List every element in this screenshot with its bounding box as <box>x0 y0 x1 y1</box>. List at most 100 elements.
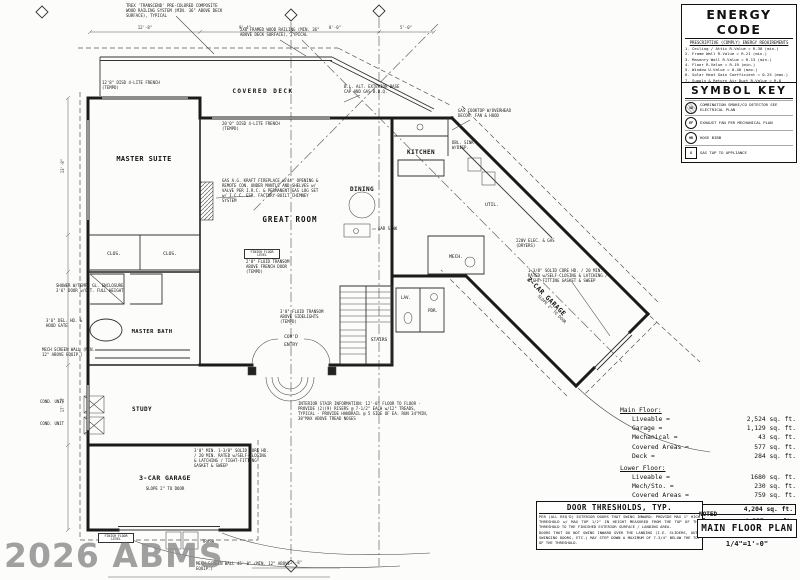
door-thresholds-text: DOORS THAT DO NOT SWING INWARD OVER THE … <box>539 529 700 545</box>
smoke-co-detector-icon: SD <box>685 102 697 114</box>
sheet-scale: 1/4"=1'-0" <box>725 540 769 548</box>
door-thresholds-title: DOOR THRESHOLDS, TYP. <box>539 503 700 514</box>
slope-note: SLOPE 2" TO DOOR <box>146 486 185 491</box>
finish-floor-tag: FINISH FLOOR LEVEL <box>98 533 134 544</box>
interior-partitions <box>88 118 553 365</box>
annotation-note: TREX 'TRANSCEND' PRE-COLORED COMPOSITE W… <box>126 3 223 18</box>
area-label: Covered Areas = <box>632 492 689 500</box>
area-label: Liveable = <box>632 416 670 424</box>
area-value: 759 sq. ft. <box>754 492 796 500</box>
area-label: Mech/Sto. = <box>632 483 674 490</box>
annotation-note: MECH SCREEN WALL 45'-0" (MIN. 12" ABOVE … <box>196 561 290 571</box>
leader-lines <box>175 15 611 337</box>
room-label-pdr: PDR. <box>428 308 438 313</box>
area-row: Liveable = 1680 sq. ft. <box>620 473 796 482</box>
watermark: 2026 ABMS <box>4 536 224 575</box>
symbol-key-label: GAS TAP TO APPLIANCE <box>700 149 747 155</box>
area-label: Mechanical = <box>632 434 678 442</box>
area-row: Liveable = 2,524 sq. ft. <box>620 415 796 424</box>
symbol-key-label: COMBINATION SMOKE/CO DETECTOR SEE ELECTR… <box>700 102 778 112</box>
symbol-key-row: EF EXHAUST FAN PER MECHANICAL PLAN <box>685 115 793 130</box>
room-labels: COVERED DECK MASTER SUITE CLOS. CLOS. GR… <box>107 88 568 544</box>
area-label: Liveable = <box>632 473 670 481</box>
garage-doors <box>118 331 633 531</box>
energy-code-item: 6. Solar Heat Gain Coefficient = 0.25 (m… <box>685 72 789 78</box>
area-row: Deck =284 sq. ft. <box>620 452 796 461</box>
annotation-note: 3'0" FLUID TRANSOM ABOVE SIDELIGHTS (TEM… <box>280 309 324 324</box>
symbol-key-row: G GAS TAP TO APPLIANCE <box>685 145 793 160</box>
room-label-bar-sink: BAR SINK <box>378 226 398 231</box>
annotation-stair-info: INTERIOR STAIR INFORMATION: 12'-0" FLOOR… <box>298 401 429 421</box>
area-row: Covered Areas = 577 sq. ft. <box>620 443 796 452</box>
area-label: Garage = <box>632 425 663 433</box>
area-label: Deck = <box>632 452 655 460</box>
dim-label: 13'-8" <box>60 159 65 173</box>
energy-code-item: 5. Window U-Value = 0.40 (max.) <box>685 67 758 73</box>
gas-tap-icon: G <box>685 147 697 159</box>
area-value: 577 sq. ft. <box>754 443 796 451</box>
annotation-note: 2'8" FLUID TRANSOM ABOVE FRENCH DOOR (TE… <box>246 259 290 274</box>
energy-code-title: ENERGY CODE <box>685 7 793 39</box>
annotation-cond-unit: COND. UNIT <box>40 421 65 426</box>
fireplace <box>199 181 214 221</box>
exhaust-fan-icon: EF <box>685 117 697 129</box>
grid-bubble <box>284 559 298 573</box>
area-row: Mechanical = 43 sq. ft. <box>620 433 796 442</box>
room-label-util: UTIL. <box>485 202 499 208</box>
symbol-key-label: HOSE BIBB <box>700 134 722 140</box>
interior-walls <box>88 118 201 366</box>
symbol-key-panel: SYMBOL KEY SD COMBINATION SMOKE/CO DETEC… <box>681 82 797 163</box>
grid-bubble <box>284 8 298 22</box>
symbol-key-title: SYMBOL KEY <box>685 85 793 99</box>
area-value: 2,524 sq. ft. <box>746 416 796 424</box>
room-label-kitchen: KITCHEN <box>407 149 435 156</box>
annotation-note: 20'0" DISD 4-LITE FRENCH (TEMPD) <box>222 121 280 131</box>
area-value: 43 sq. ft. <box>758 434 796 442</box>
area-value: 1,129 sq. ft. <box>746 425 796 433</box>
room-label-mech: MECH. <box>449 254 463 260</box>
energy-code-subtitle: PRESCRIPTIVE (COMPLY) ENERGY REQUIREMENT… <box>689 40 789 45</box>
symbol-key-row: HB HOSE BIBB <box>685 130 793 145</box>
annotation-note: GAS COOKTOP W/OVERHEAD DECOR. FAN & HOOD <box>458 108 511 118</box>
annotation-note: 2X6 FRAMED WOOD RAILING (MIN. 36" ABOVE … <box>240 27 320 37</box>
energy-code-item: 4. Floor R-Value = R-19 (min.) <box>685 61 756 67</box>
area-lower-floor-header: Lower Floor: <box>620 464 666 472</box>
annotation-note: SHOWER W/TEMP. GL. ENCLOSURE 3'6" DOOR w… <box>56 283 124 293</box>
annotation-note: 3'6" DEL. HD. & HOOD GATE <box>46 318 83 328</box>
deck-railing <box>99 56 435 112</box>
title-block: NOTED MAIN FLOOR PLAN 1/4"=1'-0" <box>697 511 797 548</box>
room-label-master-bath: MASTER BATH <box>132 329 173 335</box>
annotation-note: 220V ELEC. & GAS (DRYERS) <box>516 238 555 248</box>
dim-label: 5'-0" <box>400 25 412 30</box>
annotation-note: B.L. ALT. EXTERIOR BASE CAP AND GAS B.B.… <box>344 84 400 94</box>
sheet-title: MAIN FLOOR PLAN <box>697 519 797 538</box>
energy-code-item: 2. Frame Wall R-Value = R-21 (min.) <box>685 51 767 57</box>
area-value: 1680 sq. ft. <box>750 473 797 481</box>
grid-bubble <box>35 5 49 19</box>
room-label-closet: CLOS. <box>107 251 121 257</box>
dim-label: 12'-8" <box>138 25 152 30</box>
room-label-covered-deck: COVERED DECK <box>232 88 293 95</box>
driveway <box>117 387 711 568</box>
area-row: Garage = 1,129 sq. ft. <box>620 424 796 433</box>
area-row: Covered Areas = 759 sq. ft. <box>620 491 796 500</box>
energy-code-item: 1. Ceiling / Attic R-Value = R-38 (min.) <box>685 46 779 51</box>
room-label-dining: DINING <box>350 186 374 193</box>
noted-label: NOTED <box>699 511 718 518</box>
annotation-note: MECH SCREEN WALL (MIN. 12" ABOVE EQUIP.) <box>42 347 95 357</box>
annotation-note: 3'0" MIN. 1-3/8" SOLID CORE HD. / 20 MIN… <box>194 448 269 468</box>
roof-overhang-lines <box>78 47 701 541</box>
dim-label: 8'-0" <box>329 25 341 30</box>
area-value: 230 sq. ft. <box>754 483 796 490</box>
area-main-floor-header: Main Floor: <box>620 407 662 414</box>
area-value: 4,204 sq. ft. <box>743 506 793 514</box>
room-label-lav: LAV. <box>401 295 411 300</box>
door-thresholds-text: PER (ALL REQ'D) EXTERIOR DOORS THAT SWIN… <box>539 514 700 529</box>
area-label: Covered Areas = <box>632 443 689 451</box>
grid-bubble <box>372 4 386 18</box>
door-thresholds-panel: DOOR THRESHOLDS, TYP. PER (ALL REQ'D) EX… <box>536 501 703 550</box>
dimension-lines <box>65 29 437 578</box>
room-label-covd-entry: COV'D <box>284 334 298 340</box>
annotation-note: GAS A.G. KRAFT FIREPLACE w/44" OPENING &… <box>222 178 319 203</box>
finish-floor-tag: FINISH FLOOR LEVEL <box>244 249 280 260</box>
